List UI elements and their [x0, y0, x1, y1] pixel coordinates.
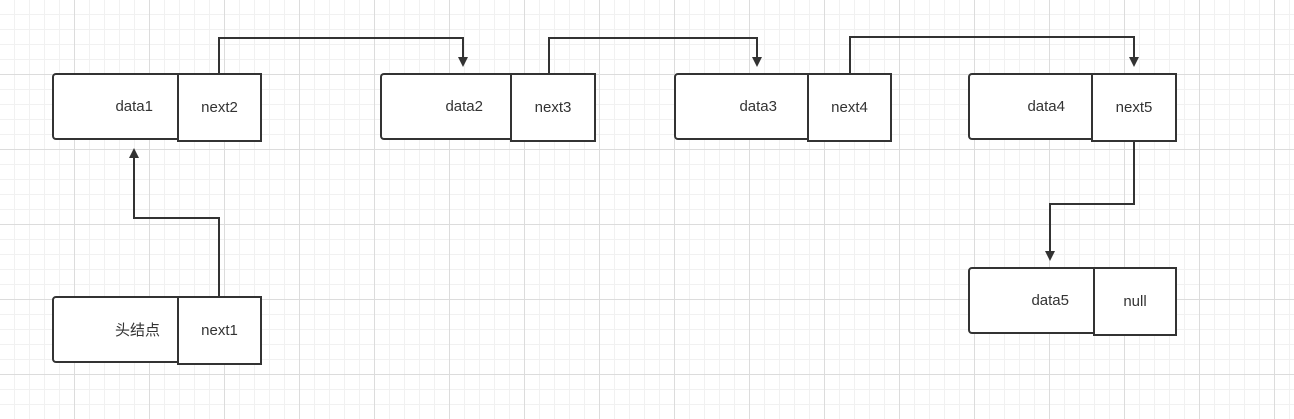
node-1-next-label: next2: [201, 99, 238, 116]
head-next-cell: next1: [177, 296, 262, 365]
node-3-next-label: next4: [831, 99, 868, 116]
node-5-next-cell: null: [1093, 267, 1177, 336]
node-5-data-label: data5: [1031, 292, 1069, 309]
node-2-next-cell: next3: [510, 73, 596, 142]
node-5-next-label: null: [1123, 293, 1147, 310]
node-2-next-label: next3: [534, 99, 572, 116]
node-3-data-label: data3: [739, 98, 777, 115]
node-1-data-label: data1: [115, 98, 153, 115]
arrow-node-1-to-node-2: [218, 37, 468, 73]
list-node-3: data3 next4: [674, 73, 892, 143]
arrow-node-3-to-node-4: [849, 36, 1139, 73]
node-4-next-label: next5: [1115, 99, 1153, 116]
head-next-label: next1: [201, 322, 238, 339]
arrow-node-4-to-node-5: [1045, 142, 1135, 261]
node-2-data-label: data2: [445, 98, 483, 115]
arrow-node-2-to-node-3: [548, 37, 762, 73]
list-node-5: data5 null: [968, 267, 1177, 337]
arrow-head-to-node-1: [129, 148, 220, 296]
node-3-next-cell: next4: [807, 73, 892, 142]
list-node-4: data4 next5: [968, 73, 1177, 143]
node-1-next-cell: next2: [177, 73, 262, 142]
head-node: 头结点 next1: [52, 296, 262, 366]
head-data-label: 头结点: [114, 322, 160, 339]
list-node-2: data2 next3: [380, 73, 596, 143]
node-4-next-cell: next5: [1091, 73, 1177, 142]
list-node-1: data1 next2: [52, 73, 262, 143]
node-4-data-label: data4: [1027, 98, 1065, 115]
